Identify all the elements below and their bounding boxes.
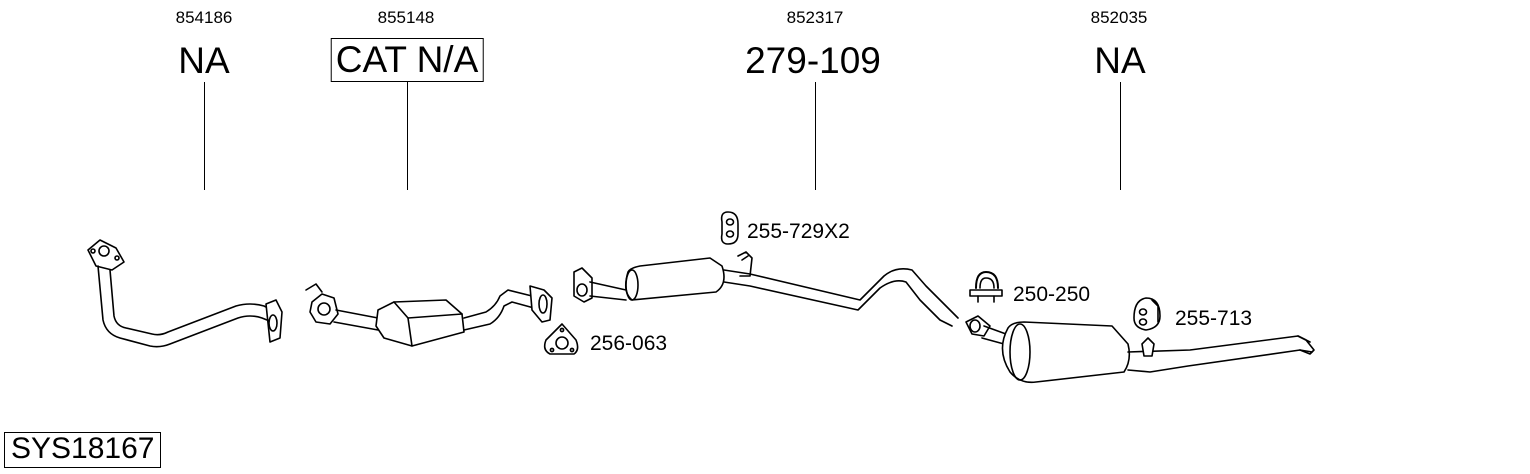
accessory-label-256-063: 256-063 [590, 332, 668, 355]
system-code: SYS18167 [4, 432, 162, 468]
intermediate-silencer-852317 [573, 251, 959, 327]
rubber-mount-icon [720, 211, 739, 245]
catalytic-converter-855148 [305, 283, 553, 347]
accessory-label-255-713: 255-713 [1175, 307, 1253, 330]
leader-line-852035 [1120, 82, 1121, 190]
clamp-icon [969, 271, 1003, 303]
rubber-mount-icon [1133, 297, 1161, 331]
accessory-label-250-250: 250-250 [1013, 283, 1091, 306]
part-number-854186: 854186 [175, 8, 233, 27]
front-pipe-854186 [87, 239, 283, 348]
part-number-855148: 855148 [377, 8, 435, 27]
part-reference-854186: NA [178, 40, 230, 81]
gasket-icon [543, 323, 579, 355]
part-reference-852035: NA [1094, 40, 1146, 81]
leader-line-852317 [815, 82, 816, 190]
rear-silencer-852035 [965, 315, 1315, 384]
leader-line-855148 [407, 82, 408, 190]
part-reference-852317: 279-109 [745, 40, 881, 81]
part-number-852317: 852317 [786, 8, 844, 27]
part-number-852035: 852035 [1090, 8, 1148, 27]
leader-line-854186 [204, 82, 205, 190]
accessory-label-255-729x2: 255-729X2 [747, 220, 850, 243]
part-reference-855148: CAT N/A [330, 38, 484, 82]
